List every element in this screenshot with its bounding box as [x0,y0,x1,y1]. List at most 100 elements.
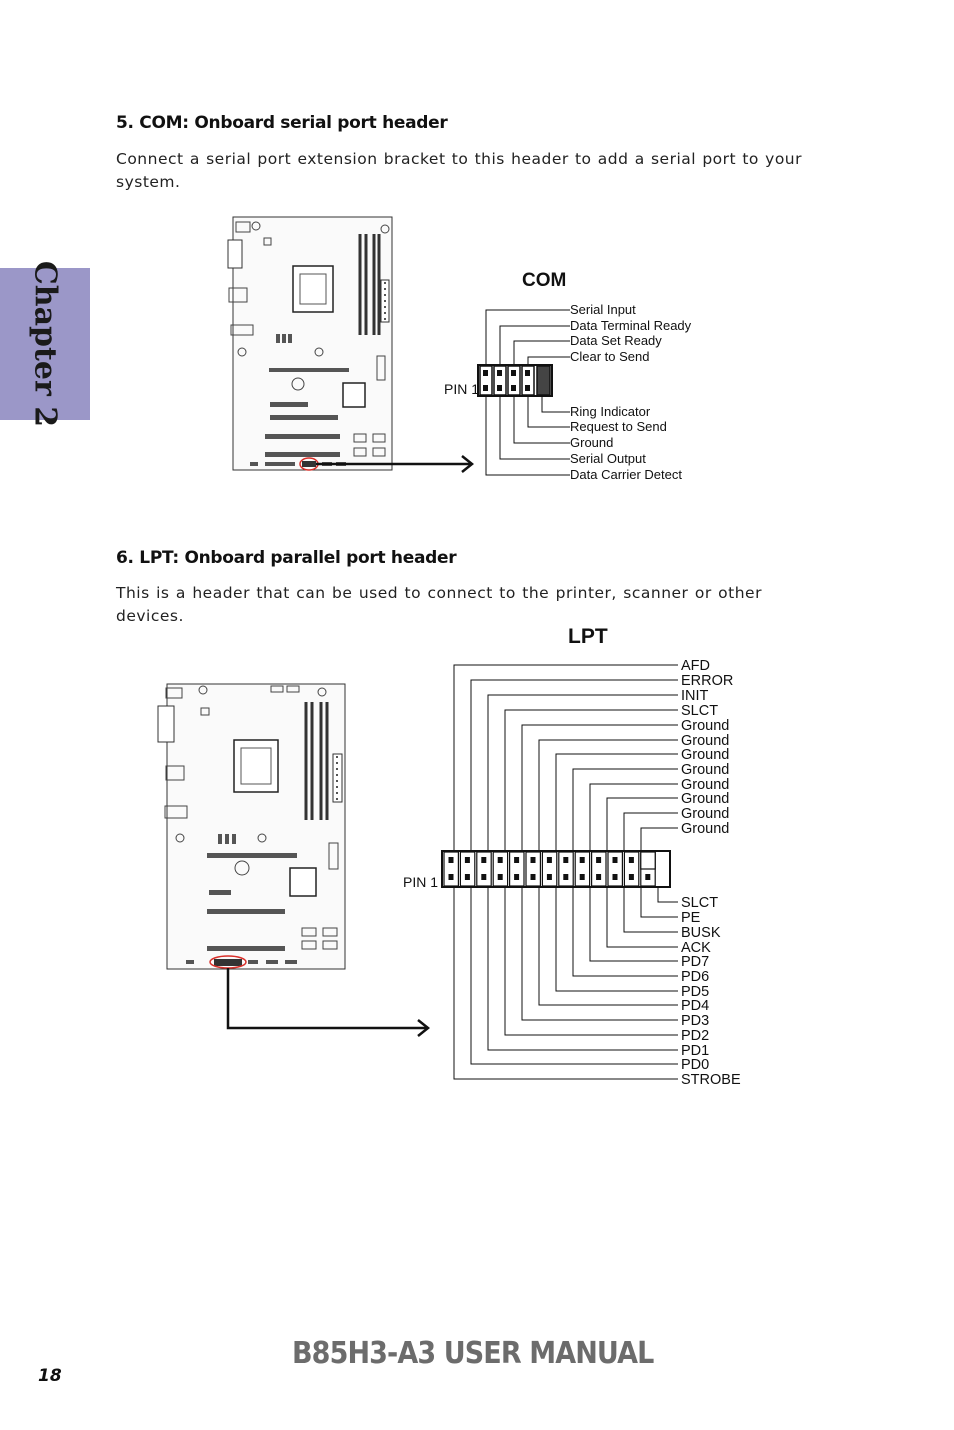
lpt-top-leader-line [453,664,678,852]
lpt-bottom-leader-line [470,887,678,1065]
lpt-pin1-label: PIN 1 [403,874,438,890]
lpt-bottom-leader-line [640,887,678,918]
chapter-tab: Chapter 2 [0,261,90,427]
lpt-pin-column [541,851,558,887]
lpt-label-ground-8: Ground [681,821,729,837]
lpt-pin-bottom [596,874,602,880]
lpt-bottom-leader-line [504,887,678,1036]
com-label-serial-input: Serial Input [570,302,636,317]
com-motherboard-image [227,216,393,471]
lpt-pin-bottom [514,874,520,880]
lpt-pin-top [530,857,536,863]
lpt-label-ground-3: Ground [681,747,729,763]
lpt-top-leader-line [640,827,678,852]
lpt-bottom-leader-line [555,887,678,992]
lpt-label-pd1: PD1 [681,1043,709,1059]
lpt-label-slct-top: SLCT [681,703,718,719]
lpt-top-leader-line [504,709,678,852]
lpt-bottom-leader-line [623,887,678,933]
lpt-label-ground-7: Ground [681,806,729,822]
lpt-label-slct-bottom: SLCT [681,895,718,911]
lpt-pointer-arrow [226,968,431,1037]
lpt-label-pd7: PD7 [681,954,709,970]
lpt-pin-bottom [464,874,470,880]
lpt-label-ground-4: Ground [681,762,729,778]
lpt-pin-bottom [612,874,618,880]
com-label-serial-output: Serial Output [570,451,646,466]
lpt-pin-column [443,851,459,887]
lpt-pin-column [558,851,574,887]
lpt-pin-column [492,851,509,887]
lpt-pin-top [481,857,487,863]
lpt-label-ground-1: Ground [681,718,729,734]
lpt-bottom-leader-line [487,887,678,1051]
lpt-pin-column [509,851,525,887]
lpt-bottom-leader-line [538,887,678,1006]
lpt-pin-column [623,851,640,887]
lpt-motherboard-image [157,683,346,970]
lpt-top-leader-line [589,783,678,852]
lpt-label-pd4: PD4 [681,998,709,1014]
com-diagram-title: COM [522,270,566,291]
lpt-section-body: This is a header that can be used to con… [116,584,762,625]
com-section-heading: 5. COM: Onboard serial port header [116,113,448,133]
lpt-label-ground-5: Ground [681,777,729,793]
lpt-pin-top [546,857,552,863]
manual-title: B85H3-A3 USER MANUAL [292,1336,654,1371]
lpt-pin-bottom [645,874,651,880]
lpt-bottom-leader-line [589,887,678,962]
lpt-bottom-leader-line [657,887,678,903]
lpt-label-pe: PE [681,910,701,926]
lpt-pin-top [464,857,470,863]
lpt-pin-bottom [546,874,552,880]
lpt-label-pd2: PD2 [681,1028,709,1044]
lpt-pin-column [607,851,623,887]
lpt-top-leader-line [521,724,678,852]
com-label-clear-to-send: Clear to Send [570,349,650,364]
lpt-section-heading: 6. LPT: Onboard parallel port header [116,548,457,568]
lpt-pin-bottom [530,874,536,880]
lpt-pin-column [590,851,607,887]
lpt-label-busk: BUSK [681,925,721,941]
com-pinout-diagram: COM PIN 1 Seri [444,270,692,482]
lpt-label-afd: AFD [681,658,710,674]
lpt-label-pd5: PD5 [681,984,709,1000]
lpt-bottom-leader-line [521,887,678,1021]
com-label-data-terminal-ready: Data Terminal Ready [570,318,692,333]
com-section-body: Connect a serial port extension bracket … [116,150,802,191]
lpt-label-ground-2: Ground [681,733,729,749]
lpt-pin-top [612,857,618,863]
lpt-pin-bottom [579,874,585,880]
lpt-pin-column [574,851,591,887]
lpt-pin-bottom [481,874,487,880]
lpt-pin-bottom [448,874,454,880]
com-label-data-set-ready: Data Set Ready [570,333,662,348]
lpt-pin-top [448,857,454,863]
lpt-pin-key [640,851,656,870]
lpt-label-ack: ACK [681,940,711,956]
lpt-bottom-leader-line [453,887,678,1080]
lpt-pin-column [459,851,476,887]
com-label-data-carrier-detect: Data Carrier Detect [570,467,682,482]
com-pointer-arrow [316,455,475,473]
lpt-bottom-leader-line [572,887,678,977]
lpt-label-init: INIT [681,688,709,704]
lpt-pin-top [579,857,585,863]
lpt-pin-top [563,857,569,863]
lpt-bottom-leader-line [606,887,678,948]
lpt-top-leader-line [572,768,678,852]
lpt-pin-top [497,857,503,863]
lpt-label-pd0: PD0 [681,1057,709,1073]
lpt-label-strobe: STROBE [681,1072,741,1088]
lpt-diagram-title: LPT [568,625,608,648]
lpt-label-ground-6: Ground [681,791,729,807]
com-label-request-to-send: Request to Send [570,419,667,434]
lpt-pin-column [525,851,541,887]
com-label-ground: Ground [570,435,613,450]
lpt-top-leader-line [555,753,678,852]
lpt-pin-bottom [497,874,503,880]
lpt-pin-top [514,857,520,863]
lpt-label-pd3: PD3 [681,1013,709,1029]
com-label-ring-indicator: Ring Indicator [570,404,651,419]
